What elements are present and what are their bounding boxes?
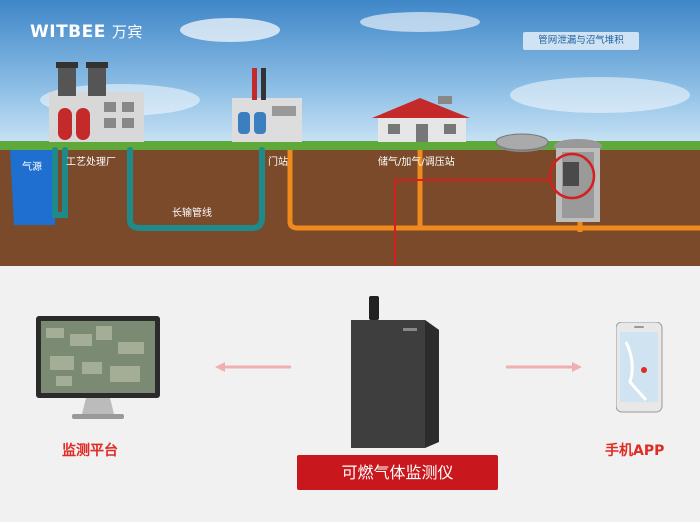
leak-signal-line [394,179,550,266]
arrow-right-icon [506,362,582,372]
orange-pipeline [287,150,700,232]
brand-logo: WITBEE 万宾 [30,21,143,42]
manhole-icon [495,133,602,222]
app-label: 手机APP [605,443,665,459]
process-plant-icon [49,62,144,142]
long-pipeline-label: 长输管线 [172,208,212,219]
grass-strip [0,141,700,150]
monitor-icon [36,316,160,419]
storage-station-label: 储气/加气/调压站 [378,157,455,168]
brand-cn-name: 万宾 [111,23,143,41]
gate-station-label: 门站 [268,157,288,168]
process-plant-label: 工艺处理厂 [66,157,116,168]
arrow-left-icon [215,362,291,372]
platform-label: 监测平台 [62,443,118,459]
gas-source-tank [10,150,55,225]
gas-detector-device [351,296,439,448]
gas-source-label: 气源 [22,162,42,173]
teal-pipeline [52,147,265,231]
detector-label: 可燃气体监测仪 [297,455,498,490]
storage-station-icon [372,96,470,142]
gate-station-icon [232,68,302,142]
phone-icon [616,322,663,413]
facility-illustrations [10,62,700,266]
brand-name: WITBEE [30,22,106,42]
scenario-tag: 管网泄漏与沼气堆积 [523,32,639,50]
